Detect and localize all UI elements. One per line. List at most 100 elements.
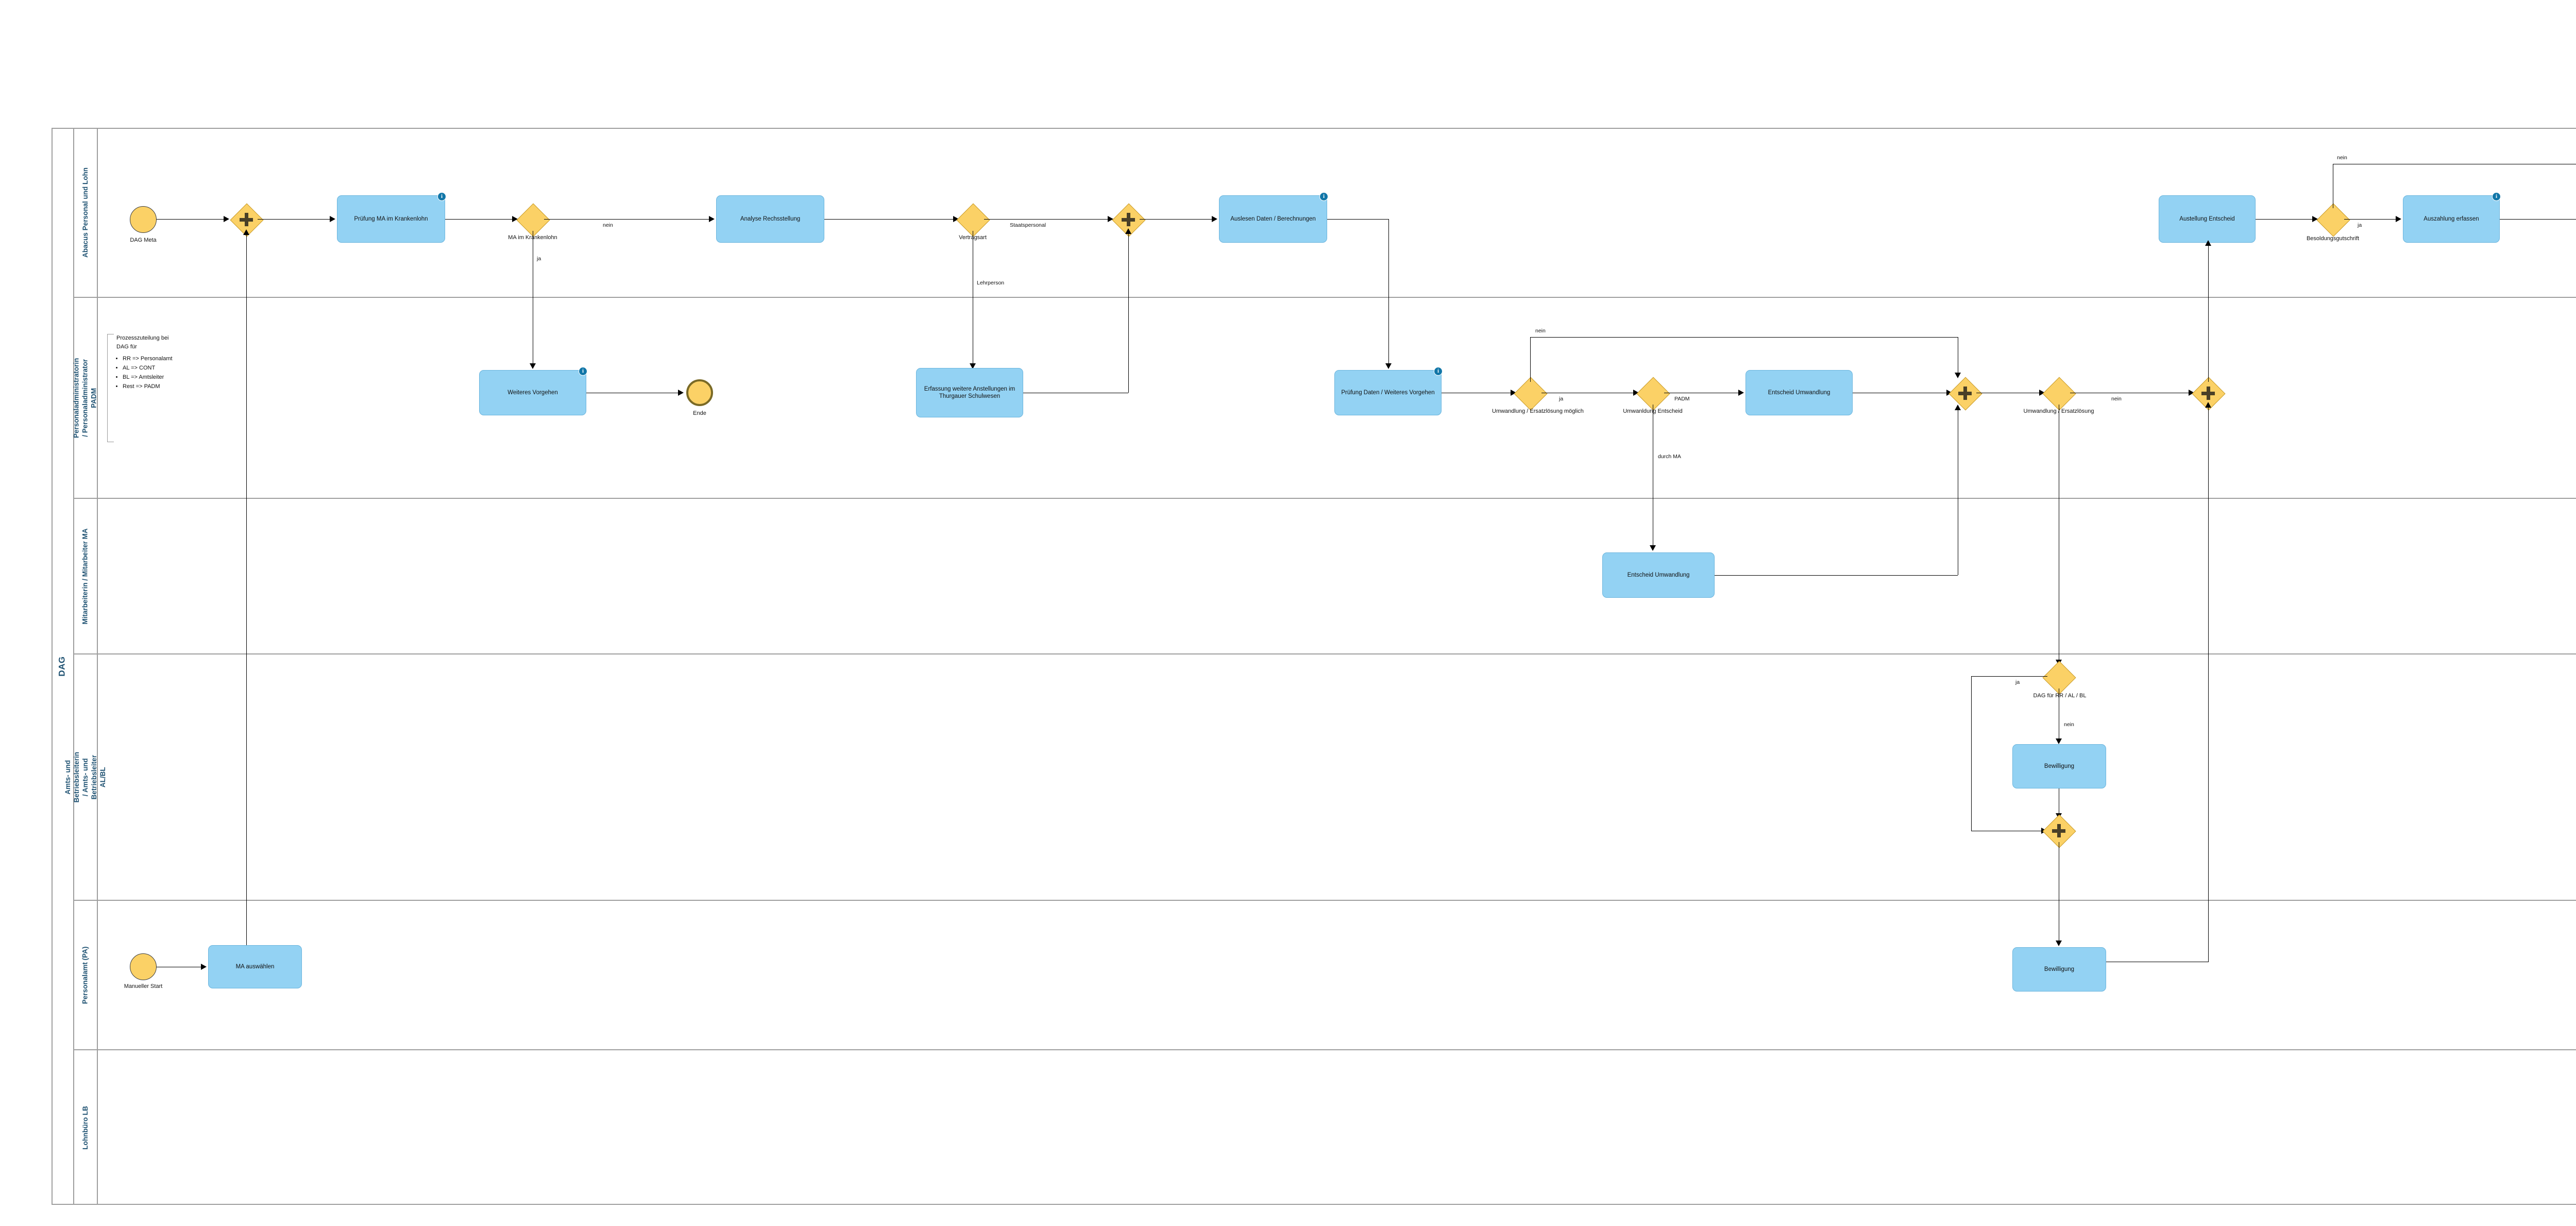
- arrow-durch-ma-down: [1650, 545, 1656, 551]
- gateway-vertragsart[interactable]: [956, 203, 990, 237]
- lane-label-abacus: Abacus Personal und Lohn: [74, 128, 98, 297]
- arrow-dagmeta-join: [224, 216, 229, 222]
- arrow-umwandlung-nein-down: [1955, 373, 1961, 378]
- edge-label-durch-ma: durch MA: [1658, 454, 1681, 460]
- annotation-title-line2: DAG für: [116, 344, 137, 350]
- gateway-umwandlung-moeglich[interactable]: [1514, 377, 1548, 411]
- gateway-besoldungsgutschrift-label: Besoldungsgutschrift: [2306, 236, 2360, 242]
- arrow-umwandlung-ja: [1633, 390, 1639, 396]
- edge-dag-ja-left: [1971, 676, 2047, 677]
- edge-label-ja-krankenlohn: ja: [537, 256, 541, 262]
- start-event-dag-meta[interactable]: [130, 206, 157, 233]
- arrow-joinersatz-up: [2205, 240, 2211, 246]
- lane-abacus: Abacus Personal und Lohn: [74, 128, 2576, 298]
- info-icon-pruefung-daten[interactable]: i: [1434, 367, 1443, 376]
- task-austellung-entscheid[interactable]: Austellung Entscheid: [2159, 195, 2256, 243]
- gateway-umwandlung-ersatzloesung-label: Umwandlung / Ersatzlösung: [2023, 408, 2094, 414]
- info-icon-auszahlung[interactable]: i: [2492, 192, 2501, 201]
- edge-pruefung-to-gw: [445, 219, 512, 220]
- edge-dag-ja-down: [1971, 676, 1972, 831]
- gateway-umwandlung-ersatzloesung[interactable]: [2042, 377, 2076, 411]
- lane-label-albl: Amts- und Betriebsleiterin / Amts- und B…: [64, 654, 106, 900]
- task-erfassung-weitere-anstellungen[interactable]: Erfassung weitere Anstellungen im Thurga…: [916, 368, 1023, 417]
- lane-padm: Personaladministratorin / Personaladmini…: [72, 298, 2576, 499]
- task-analyse-rechsstellung[interactable]: Analyse Rechsstellung: [716, 195, 824, 243]
- edge-label-nein-besoldung: nein: [2337, 155, 2347, 161]
- info-icon-weiteres-vorgehen[interactable]: i: [579, 367, 587, 376]
- task-entscheid-umwandlung-padm[interactable]: Entscheid Umwandlung: [1745, 370, 1853, 415]
- info-icon-pruefung-ma[interactable]: i: [437, 192, 446, 201]
- end-event-ende[interactable]: [686, 379, 713, 406]
- start-event-manueller-start-label: Manueller Start: [124, 983, 163, 989]
- lane-pa: Personalamt (PA): [74, 901, 2576, 1050]
- lane-label-pa-text: Personalamt (PA): [81, 946, 89, 1004]
- gateway-join-start[interactable]: [230, 203, 264, 237]
- arrow-erfassung-up: [1125, 228, 1131, 234]
- lane-ma: Mitarbeiterin / Mitarbeiter MA: [74, 499, 2576, 654]
- arrow-join-auslesen: [1212, 216, 1217, 222]
- edge-bewilligungpa-up: [2208, 405, 2209, 962]
- lane-label-pa: Personalamt (PA): [74, 901, 98, 1049]
- gateway-join-ersatz[interactable]: [2192, 377, 2226, 411]
- task-bewilligung-albl[interactable]: Bewilligung: [2012, 744, 2106, 788]
- task-bewilligung-pa[interactable]: Bewilligung: [2012, 947, 2106, 992]
- annotation-prozesszuteilung: Prozesszuteilung bei DAG für RR => Perso…: [107, 334, 249, 442]
- edge-label-ja-besoldung: ja: [2358, 222, 2362, 228]
- gateway-join-umwandlung[interactable]: [1948, 377, 1982, 411]
- gateway-join-vertragsart[interactable]: [1112, 203, 1146, 237]
- task-pruefung-ma-krankenlohn[interactable]: Prüfung MA im Krankenlohn: [337, 195, 445, 243]
- info-icon-auslesen-daten[interactable]: i: [1319, 192, 1328, 201]
- annotation-bullet-1: AL => CONT: [123, 364, 249, 373]
- arrow-weiteres-ende: [678, 390, 684, 396]
- task-pruefung-daten[interactable]: Prüfung Daten / Weiteres Vorgehen: [1334, 370, 1442, 415]
- gateway-umwandlung-moeglich-label: Umwandlung / Ersatzlösung möglich: [1492, 408, 1584, 414]
- arrow-pruefungdaten-gw: [1511, 390, 1516, 396]
- edge-erfassung-up: [1128, 231, 1129, 393]
- edge-analyse-to-vertragsart: [824, 219, 953, 220]
- gateway-besoldungsgutschrift[interactable]: [2316, 203, 2350, 237]
- edge-label-nein-ersatz: nein: [2111, 396, 2122, 402]
- start-event-manueller-start[interactable]: [130, 953, 157, 980]
- edge-umwandlung-nein-up: [1530, 337, 1531, 382]
- arrow-entscheidumwma-up: [1955, 405, 1961, 410]
- task-weiteres-vorgehen[interactable]: Weiteres Vorgehen: [479, 370, 586, 415]
- task-auszahlung-erfassen[interactable]: Auszahlung erfassen: [2403, 195, 2500, 243]
- edge-auslesen-down: [1388, 219, 1389, 366]
- arrow-join-pruefung: [330, 216, 335, 222]
- arrow-analyse-vertragsart: [953, 216, 959, 222]
- task-ma-auswaehlen[interactable]: MA auswählen: [208, 945, 302, 988]
- arrow-ersatz-join: [2189, 390, 2194, 396]
- edge-entscheidumwma-right: [1715, 575, 1958, 576]
- edge-auszahlung-to-join: [2500, 219, 2576, 220]
- edge-umwandlung-nein-over: [1530, 337, 1958, 338]
- lane-lb: Lohnbüro LB: [74, 1050, 2576, 1205]
- arrow-ja-down: [530, 363, 536, 369]
- task-auslesen-daten[interactable]: Auslesen Daten / Berechnungen: [1219, 195, 1327, 243]
- edge-label-nein-krankenlohn: nein: [603, 222, 613, 228]
- task-entscheid-umwandlung-ma[interactable]: Entscheid Umwandlung: [1602, 552, 1715, 598]
- edge-label-staatspersonal: Staatspersonal: [1010, 222, 1046, 228]
- gateway-umwandlung-entscheid[interactable]: [1636, 377, 1670, 411]
- arrow-gw-analyse: [709, 216, 715, 222]
- edge-join-to-pruefung: [258, 219, 330, 220]
- lane-label-padm-text: Personaladministratorin / Personaladmini…: [72, 358, 98, 438]
- lane-label-abacus-text: Abacus Personal und Lohn: [81, 167, 89, 258]
- edge-join-to-auslesen: [1140, 219, 1212, 220]
- gateway-dag-fuer-rr-al-bl[interactable]: [2042, 661, 2076, 695]
- lane-label-padm: Personaladministratorin / Personaladmini…: [72, 298, 98, 498]
- gateway-ma-im-krankenlohn[interactable]: [516, 203, 550, 237]
- edge-gw-nein-analyse: [544, 219, 709, 220]
- gateway-join-bewilligung[interactable]: [2042, 814, 2076, 848]
- arrow-umwandlungentscheid-padm: [1738, 390, 1744, 396]
- annotation-bullet-2: BL => Amtsleiter: [123, 373, 249, 382]
- end-event-ende-label: Ende: [693, 410, 706, 416]
- pool-label-text: DAG: [57, 656, 67, 677]
- start-event-dag-meta-label: DAG Meta: [130, 237, 157, 243]
- annotation-title-line1: Prozesszuteilung bei: [116, 335, 169, 341]
- arrow-maauswaehlen-up: [243, 229, 249, 235]
- arrow-vertragsart-join: [1108, 216, 1113, 222]
- arrow-austellung-besoldung: [2312, 216, 2318, 222]
- edge-label-ja-umwandlung: ja: [1559, 396, 1564, 402]
- edge-austellung-to-besoldung: [2256, 219, 2312, 220]
